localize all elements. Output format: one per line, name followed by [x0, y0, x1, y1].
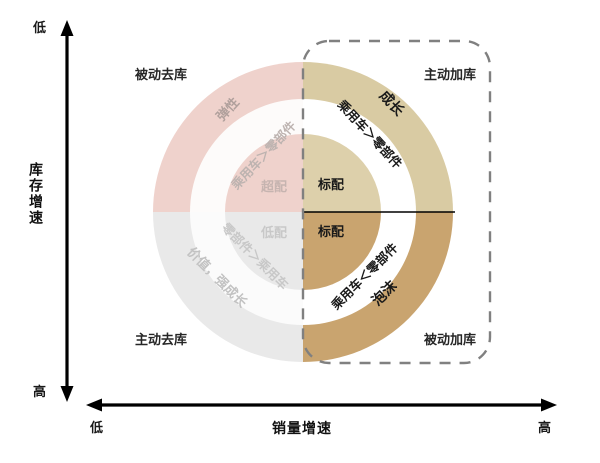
highlight-dashed-box: [301, 39, 492, 365]
ring-group-bottom-right: [303, 212, 453, 362]
ring-group-top-right: [303, 62, 453, 212]
quadrant-label-top-right: 主动加库: [424, 68, 477, 83]
x-axis-left-label: 低: [90, 421, 104, 436]
y-axis-bottom-label: 高: [33, 385, 47, 400]
ring-inner-label-top-right: 标配: [318, 178, 345, 193]
y-axis-title: 库存增速: [27, 162, 43, 226]
quadrant-label-top-left: 被动去库: [135, 68, 188, 83]
y-axis-top-label: 低: [33, 21, 47, 36]
x-axis-arrow-right: [541, 398, 557, 412]
x-axis-title: 销量增速: [272, 421, 332, 437]
ring-inner-label-bottom-right: 标配: [318, 225, 345, 240]
quadrant-label-bottom-left: 主动去库: [135, 333, 188, 348]
y-axis-arrow-down: [60, 386, 74, 402]
ring-inner-label-top-left: 超配: [261, 180, 288, 195]
ring-group-bottom-left: [153, 212, 303, 362]
x-axis-arrow-left: [86, 398, 102, 412]
x-axis-right-label: 高: [538, 421, 552, 436]
y-axis-arrow-up: [60, 20, 74, 36]
ring-group-top-left: [153, 62, 303, 212]
ring-inner-label-bottom-left: 低配: [261, 226, 288, 241]
quadrant-label-bottom-right: 被动加库: [424, 333, 477, 348]
